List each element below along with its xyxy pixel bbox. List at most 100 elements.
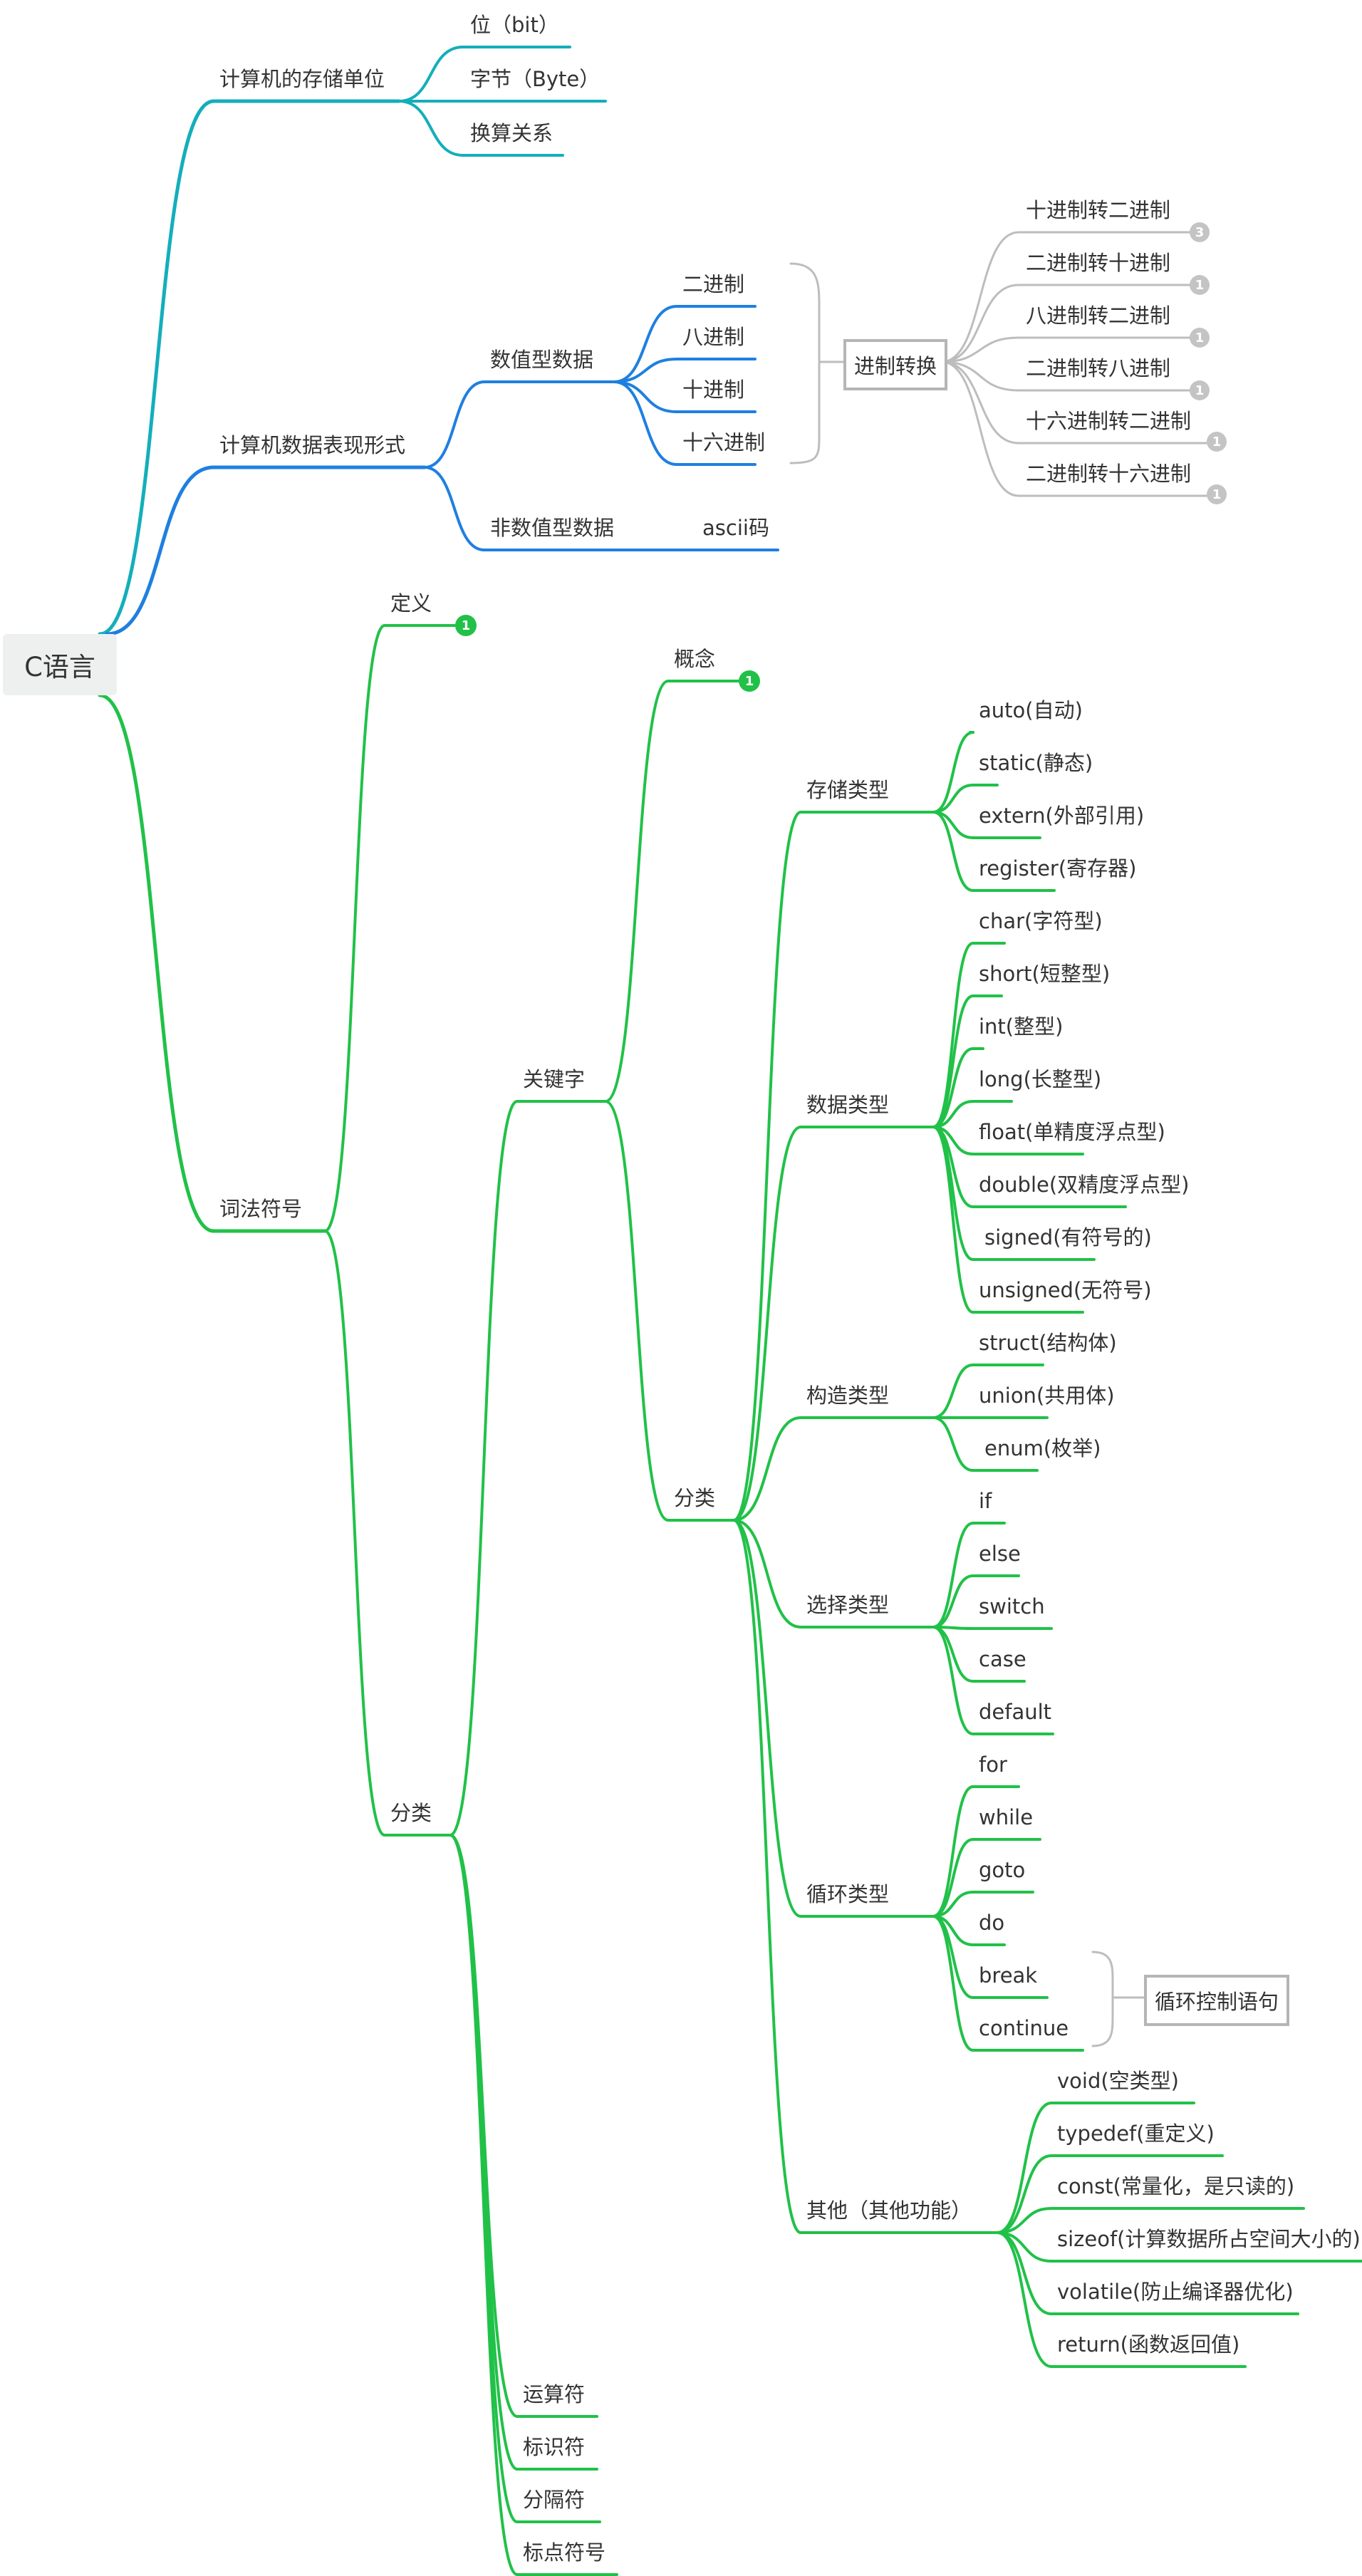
connector-line [323,624,386,1232]
connector-line [98,693,216,1233]
node-goto[interactable]: goto [979,1858,1026,1882]
count-badge[interactable]: 1 [1190,380,1210,400]
node-sizeof[interactable]: sizeof(计算数据所占空间大小的) [1057,2227,1361,2251]
connector-line [932,1785,974,1918]
node-concept[interactable]: 概念 [674,647,716,671]
bracket-line [1091,1951,1114,2047]
node-continue[interactable]: continue [979,2016,1069,2040]
node-unsigned[interactable]: unsigned(无符号) [979,1278,1152,1302]
node-ascii-code[interactable]: ascii码 [702,516,769,540]
count-badge[interactable]: 3 [1190,222,1210,242]
node-other-functions[interactable]: 其他（其他功能） [806,2198,972,2223]
node-data-representation[interactable]: 计算机数据表现形式 [219,433,406,457]
node-const[interactable]: const(常量化，是只读的) [1057,2174,1295,2198]
connector-line [732,1519,802,1629]
node-storage-units[interactable]: 计算机的存储单位 [219,67,385,91]
connector-line [397,100,464,157]
node-binary[interactable]: 二进制 [682,272,745,296]
count-badge[interactable]: 1 [1207,432,1227,452]
node-register[interactable]: register(寄存器) [979,856,1137,881]
node-dec-to-bin[interactable]: 十进制转二进制 [1026,198,1171,222]
node-static[interactable]: static(静态) [979,751,1093,775]
node-void[interactable]: void(空类型) [1057,2069,1179,2093]
node-select-types[interactable]: 选择类型 [806,1593,890,1617]
node-byte[interactable]: 字节（Byte） [470,67,601,91]
root-node-c-language[interactable]: C语言 [3,634,117,695]
node-definition[interactable]: 定义 [390,591,432,616]
count-badge[interactable]: 1 [1190,275,1210,295]
connector-line [932,1126,974,1314]
node-lexical-symbols[interactable]: 词法符号 [219,1197,303,1221]
connector-line [613,380,678,413]
node-decimal[interactable]: 十进制 [682,378,745,402]
node-bin-to-oct[interactable]: 二进制转八进制 [1026,356,1171,380]
connector-line [940,231,1020,363]
node-non-numeric-data[interactable]: 非数值型数据 [490,516,615,540]
node-switch[interactable]: switch [979,1594,1045,1619]
node-auto[interactable]: auto(自动) [979,698,1083,722]
node-lexical-category[interactable]: 分类 [390,1801,432,1825]
node-separators[interactable]: 分隔符 [523,2488,586,2512]
node-double[interactable]: double(双精度浮点型) [979,1173,1190,1197]
node-identifiers[interactable]: 标识符 [523,2435,586,2459]
node-bin-to-hex[interactable]: 二进制转十六进制 [1026,462,1192,486]
node-char[interactable]: char(字符型) [979,909,1103,933]
node-construct-types[interactable]: 构造类型 [806,1383,890,1408]
node-default[interactable]: default [979,1700,1052,1724]
node-octal[interactable]: 八进制 [682,325,745,349]
count-badge[interactable]: 1 [455,615,477,636]
node-hex-to-bin[interactable]: 十六进制转二进制 [1026,409,1192,433]
connector-line [932,811,974,892]
node-else[interactable]: else [979,1542,1021,1566]
node-numeric-data[interactable]: 数值型数据 [490,348,594,372]
node-return[interactable]: return(函数返回值) [1057,2332,1240,2357]
node-typedef[interactable]: typedef(重定义) [1057,2121,1215,2146]
node-base-conversion[interactable]: 进制转换 [843,339,947,390]
node-data-types[interactable]: 数据类型 [806,1093,890,1117]
connector-line [449,1834,519,2576]
node-struct[interactable]: struct(结构体) [979,1331,1117,1355]
node-operators[interactable]: 运算符 [523,2382,586,2406]
node-signed[interactable]: signed(有符号的) [984,1225,1152,1250]
bracket-line [789,262,821,464]
connector-line [932,1522,974,1629]
connector-line [604,680,670,1103]
connector-line [932,1364,974,1419]
node-if[interactable]: if [979,1489,992,1513]
node-loop-types[interactable]: 循环类型 [806,1882,890,1906]
node-bit[interactable]: 位（bit） [470,13,559,37]
node-keyword-category[interactable]: 分类 [674,1486,716,1510]
node-union[interactable]: union(共用体) [979,1383,1115,1408]
node-while[interactable]: while [979,1805,1034,1829]
node-short[interactable]: short(短整型) [979,962,1111,986]
connector-line [98,99,216,636]
connector-line [449,1100,519,1837]
node-loop-control[interactable]: 循环控制语句 [1144,1975,1289,2026]
node-oct-to-bin[interactable]: 八进制转二进制 [1026,303,1171,328]
count-badge[interactable]: 1 [1190,328,1210,348]
node-case[interactable]: case [979,1647,1026,1671]
node-storage-types[interactable]: 存储类型 [806,778,890,802]
node-long[interactable]: long(长整型) [979,1067,1102,1091]
node-keywords[interactable]: 关键字 [523,1067,586,1091]
node-extern[interactable]: extern(外部引用) [979,804,1145,828]
node-break[interactable]: break [979,1963,1038,1988]
node-enum[interactable]: enum(枚举) [984,1436,1101,1460]
node-for[interactable]: for [979,1752,1007,1777]
node-int[interactable]: int(整型) [979,1014,1064,1039]
node-do[interactable]: do [979,1911,1005,1935]
connector-line [423,466,486,551]
count-badge[interactable]: 1 [1207,484,1227,504]
node-hexadecimal[interactable]: 十六进制 [682,430,766,455]
node-volatile[interactable]: volatile(防止编译器优化) [1057,2280,1294,2304]
connector-line [940,360,1020,392]
count-badge[interactable]: 1 [739,670,760,692]
node-float[interactable]: float(单精度浮点型) [979,1120,1165,1144]
node-punctuation[interactable]: 标点符号 [523,2540,606,2565]
connector-line [732,1519,802,2234]
connector-line [932,994,974,1128]
node-conversion-relation[interactable]: 换算关系 [470,121,553,145]
connector-line [732,811,802,1522]
node-bin-to-dec[interactable]: 二进制转十进制 [1026,251,1171,275]
